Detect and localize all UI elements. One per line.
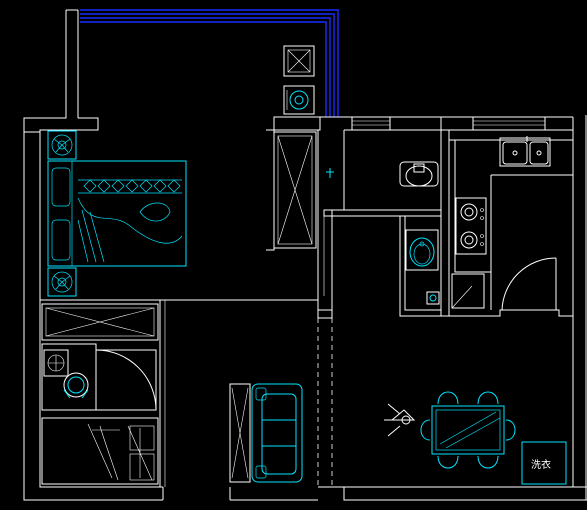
- basin-drain: [426, 291, 440, 305]
- washer-label: 洗衣: [531, 458, 551, 471]
- dining-table: [431, 405, 505, 455]
- sofa: [251, 383, 303, 483]
- balcony-railing: [80, 9, 339, 117]
- bedside-table-top: [47, 130, 77, 160]
- interior-walls: [40, 129, 573, 488]
- kitchen-counter: [449, 139, 573, 273]
- wash-basin: [405, 229, 439, 271]
- bedside-table-bottom: [47, 267, 77, 297]
- wardrobe: [273, 131, 317, 249]
- shower-tap: [326, 168, 334, 178]
- shower-drain: [283, 45, 315, 77]
- study-desk: [41, 343, 157, 411]
- bed: [47, 160, 187, 267]
- toilet: [399, 161, 439, 187]
- floor-drain: [283, 85, 315, 115]
- exterior-walls: [23, 9, 587, 501]
- kitchen-cabinet: [451, 273, 485, 309]
- pendant-lamp: [384, 403, 416, 437]
- dining-chairs: [420, 391, 516, 469]
- shelf-cabinet: [41, 417, 159, 485]
- kitchen-door: [501, 257, 557, 311]
- storage-cabinet: [41, 303, 159, 341]
- washing-machine: 洗衣: [521, 441, 567, 485]
- chair: [63, 372, 89, 399]
- kitchen-sink: [499, 136, 551, 167]
- gas-stove: [455, 197, 487, 255]
- tv-cabinet: [229, 383, 251, 483]
